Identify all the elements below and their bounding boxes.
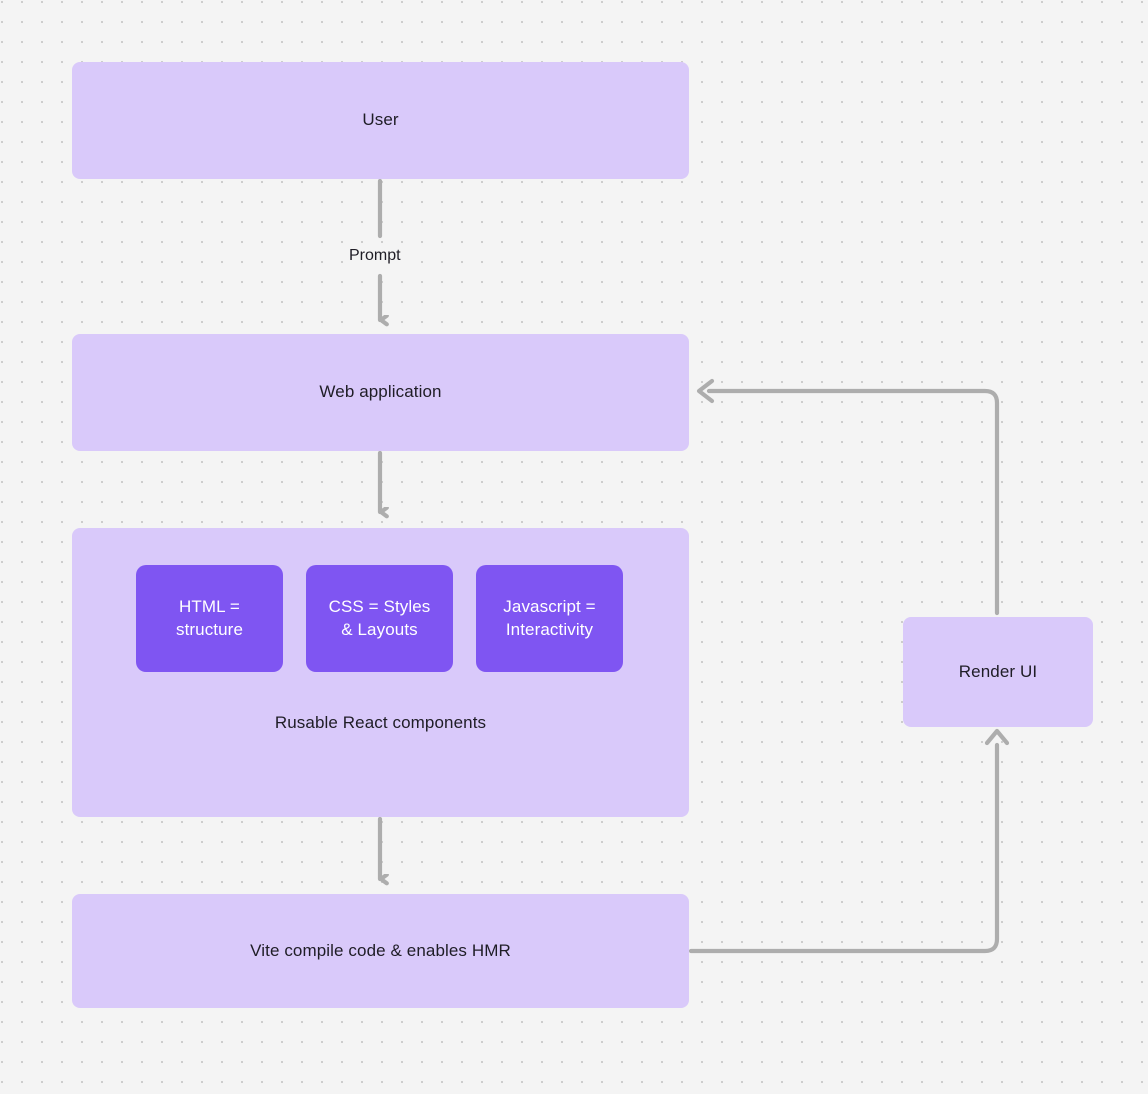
node-javascript-label: Javascript = Interactivity bbox=[503, 596, 595, 641]
node-user[interactable]: User bbox=[72, 62, 689, 179]
node-javascript[interactable]: Javascript = Interactivity bbox=[476, 565, 623, 672]
edge-render-to-webapp bbox=[696, 378, 1000, 616]
node-web-application-label: Web application bbox=[319, 382, 442, 402]
node-css-line2: & Layouts bbox=[341, 619, 418, 639]
node-javascript-line2: Interactivity bbox=[505, 619, 594, 639]
node-vite[interactable]: Vite compile code & enables HMR bbox=[72, 894, 689, 1008]
edge-vite-to-render bbox=[688, 728, 1010, 954]
node-components-group[interactable]: HTML = structure CSS = Styles & Layouts … bbox=[72, 528, 689, 817]
node-web-application[interactable]: Web application bbox=[72, 334, 689, 451]
node-render-ui-label: Render UI bbox=[958, 661, 1038, 681]
node-html-line1: HTML = bbox=[179, 597, 240, 617]
node-css-label: CSS = Styles & Layouts bbox=[329, 596, 431, 641]
node-javascript-line1: Javascript = bbox=[503, 597, 596, 617]
node-html[interactable]: HTML = structure bbox=[136, 565, 283, 672]
components-inner-wrap: HTML = structure CSS = Styles & Layouts … bbox=[72, 528, 689, 817]
node-render-ui[interactable]: Render UI bbox=[903, 617, 1093, 727]
node-css[interactable]: CSS = Styles & Layouts bbox=[306, 565, 453, 672]
node-css-line1: CSS = Styles bbox=[328, 597, 431, 617]
node-user-label: User bbox=[362, 110, 399, 130]
node-html-label: HTML = structure bbox=[176, 596, 243, 641]
components-group-caption: Rusable React components bbox=[274, 713, 487, 732]
node-vite-label: Vite compile code & enables HMR bbox=[250, 940, 511, 960]
edge-label-prompt: Prompt bbox=[344, 246, 406, 266]
node-html-line2: structure bbox=[175, 619, 244, 639]
